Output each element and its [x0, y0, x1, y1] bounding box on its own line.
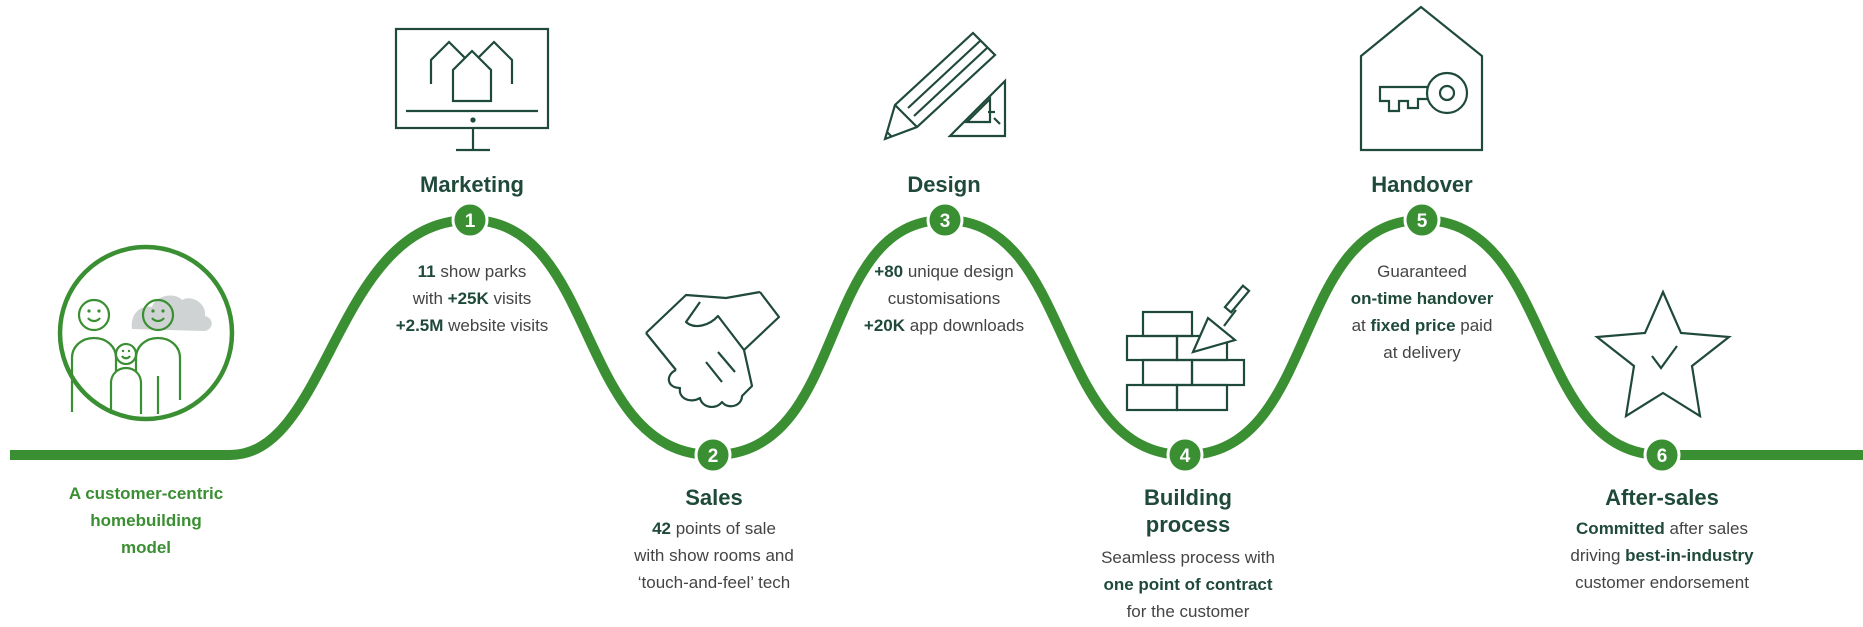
step-number: 4 [1180, 446, 1191, 467]
step-title-line: process [1145, 512, 1231, 537]
desc-text: Guaranteed [1377, 262, 1467, 281]
step-title-handover: Handover [1292, 171, 1552, 198]
highlight-text: one point of contract [1103, 575, 1273, 594]
step-title-marketing: Marketing [342, 171, 602, 198]
step-title-line: Building [1144, 485, 1232, 510]
step-title-design: Design [814, 171, 1074, 198]
desc-text: website visits [443, 316, 549, 335]
step-marker-circle [926, 201, 964, 239]
desc-text: customer endorsement [1575, 573, 1749, 592]
family-icon [57, 244, 235, 422]
step-title-line: Design [907, 172, 981, 197]
desc-text: Seamless process with [1101, 548, 1275, 567]
desc-text: for the customer [1126, 602, 1250, 621]
step-number: 1 [465, 211, 476, 232]
step-marker-circle [694, 436, 732, 474]
pencil-ruler-icon [883, 31, 1007, 141]
highlight-text: on-time handover [1350, 289, 1494, 308]
desc-text: at delivery [1383, 343, 1461, 362]
step-marker-2: 2 [694, 436, 732, 474]
intro-line: homebuilding [90, 511, 202, 530]
highlight-text: +2.5M [395, 316, 444, 335]
desc-text: points of sale [671, 519, 776, 538]
step-title-line: Sales [685, 485, 743, 510]
step-desc-design: +80 unique design customisations +20K app … [814, 258, 1074, 339]
desc-text: customisations [887, 289, 1001, 308]
step-number: 5 [1417, 211, 1428, 232]
desc-text: show parks [435, 262, 527, 281]
step-marker-circle [1403, 201, 1441, 239]
step-marker-5: 5 [1403, 201, 1441, 239]
step-desc-line: with show rooms and [584, 542, 844, 569]
desc-text: unique design [903, 262, 1014, 281]
step-marker-circle [1166, 436, 1204, 474]
step-marker-circle [451, 201, 489, 239]
step-desc-handover: Guaranteed on-time handover at fixed price… [1292, 258, 1552, 366]
step-number: 6 [1657, 446, 1668, 467]
step-marker-6: 6 [1643, 436, 1681, 474]
step-number: 3 [940, 211, 951, 232]
highlight-text: Committed [1576, 519, 1665, 538]
house-key-icon [1359, 5, 1484, 152]
desc-text: at [1351, 316, 1371, 335]
highlight-text: 42 [652, 519, 671, 538]
step-desc-line: Guaranteed [1292, 258, 1552, 285]
step-desc-line: Seamless process with [1058, 544, 1318, 571]
step-title-line: Marketing [420, 172, 524, 197]
desc-text: app downloads [905, 316, 1025, 335]
step-desc-line: for the customer [1058, 598, 1318, 625]
step-desc-line: ‘touch-and-feel’ tech [584, 569, 844, 596]
intro-caption: A customer-centric homebuilding model [26, 480, 266, 561]
step-title-sales: Sales [584, 484, 844, 511]
highlight-text: 11 [417, 262, 436, 281]
step-marker-3: 3 [926, 201, 964, 239]
step-desc-line: with +25K visits [342, 285, 602, 312]
highlight-text: +25K [447, 289, 489, 308]
step-marker-circle [1643, 436, 1681, 474]
step-desc-line: +20K app downloads [814, 312, 1074, 339]
step-desc-line: Committed after sales [1532, 515, 1792, 542]
step-desc-line: at fixed price paid [1292, 312, 1552, 339]
intro-line: A customer-centric [68, 484, 224, 503]
desc-text: ‘touch-and-feel’ tech [637, 573, 791, 592]
step-title-line: Handover [1371, 172, 1473, 197]
desc-text: with show rooms and [634, 546, 794, 565]
desc-text: after sales [1664, 519, 1748, 538]
step-title-after-sales: After-sales [1532, 484, 1792, 511]
desc-text: paid [1455, 316, 1493, 335]
step-title-line: After-sales [1605, 485, 1719, 510]
highlight-text: fixed price [1370, 316, 1456, 335]
highlight-text: best-in-industry [1625, 546, 1754, 565]
desc-text: driving [1570, 546, 1626, 565]
handshake-icon [645, 290, 781, 408]
star-check-icon [1594, 289, 1732, 419]
step-desc-line: customisations [814, 285, 1074, 312]
step-desc-line: +80 unique design [814, 258, 1074, 285]
step-desc-line: 42 points of sale [584, 515, 844, 542]
step-desc-sales: 42 points of sale with show rooms and ‘tou… [584, 515, 844, 596]
highlight-text: +20K [863, 316, 906, 335]
bricks-trowel-icon [1125, 284, 1251, 412]
step-desc-line: at delivery [1292, 339, 1552, 366]
step-desc-line: 11 show parks [342, 258, 602, 285]
desc-text: with [412, 289, 448, 308]
step-desc-line: driving best-in-industry [1532, 542, 1792, 569]
step-number: 2 [708, 446, 719, 467]
step-marker-4: 4 [1166, 436, 1204, 474]
step-title-building-process: Building process [1058, 484, 1318, 538]
step-desc-line: customer endorsement [1532, 569, 1792, 596]
step-desc-building-process: Seamless process with one point of contra… [1058, 544, 1318, 625]
desc-text: visits [488, 289, 532, 308]
step-marker-1: 1 [451, 201, 489, 239]
step-desc-line: one point of contract [1058, 571, 1318, 598]
step-desc-line: +2.5M website visits [342, 312, 602, 339]
highlight-text: +80 [874, 262, 904, 281]
intro-line: model [120, 538, 172, 557]
monitor-houses-icon [394, 27, 550, 152]
step-desc-line: on-time handover [1292, 285, 1552, 312]
